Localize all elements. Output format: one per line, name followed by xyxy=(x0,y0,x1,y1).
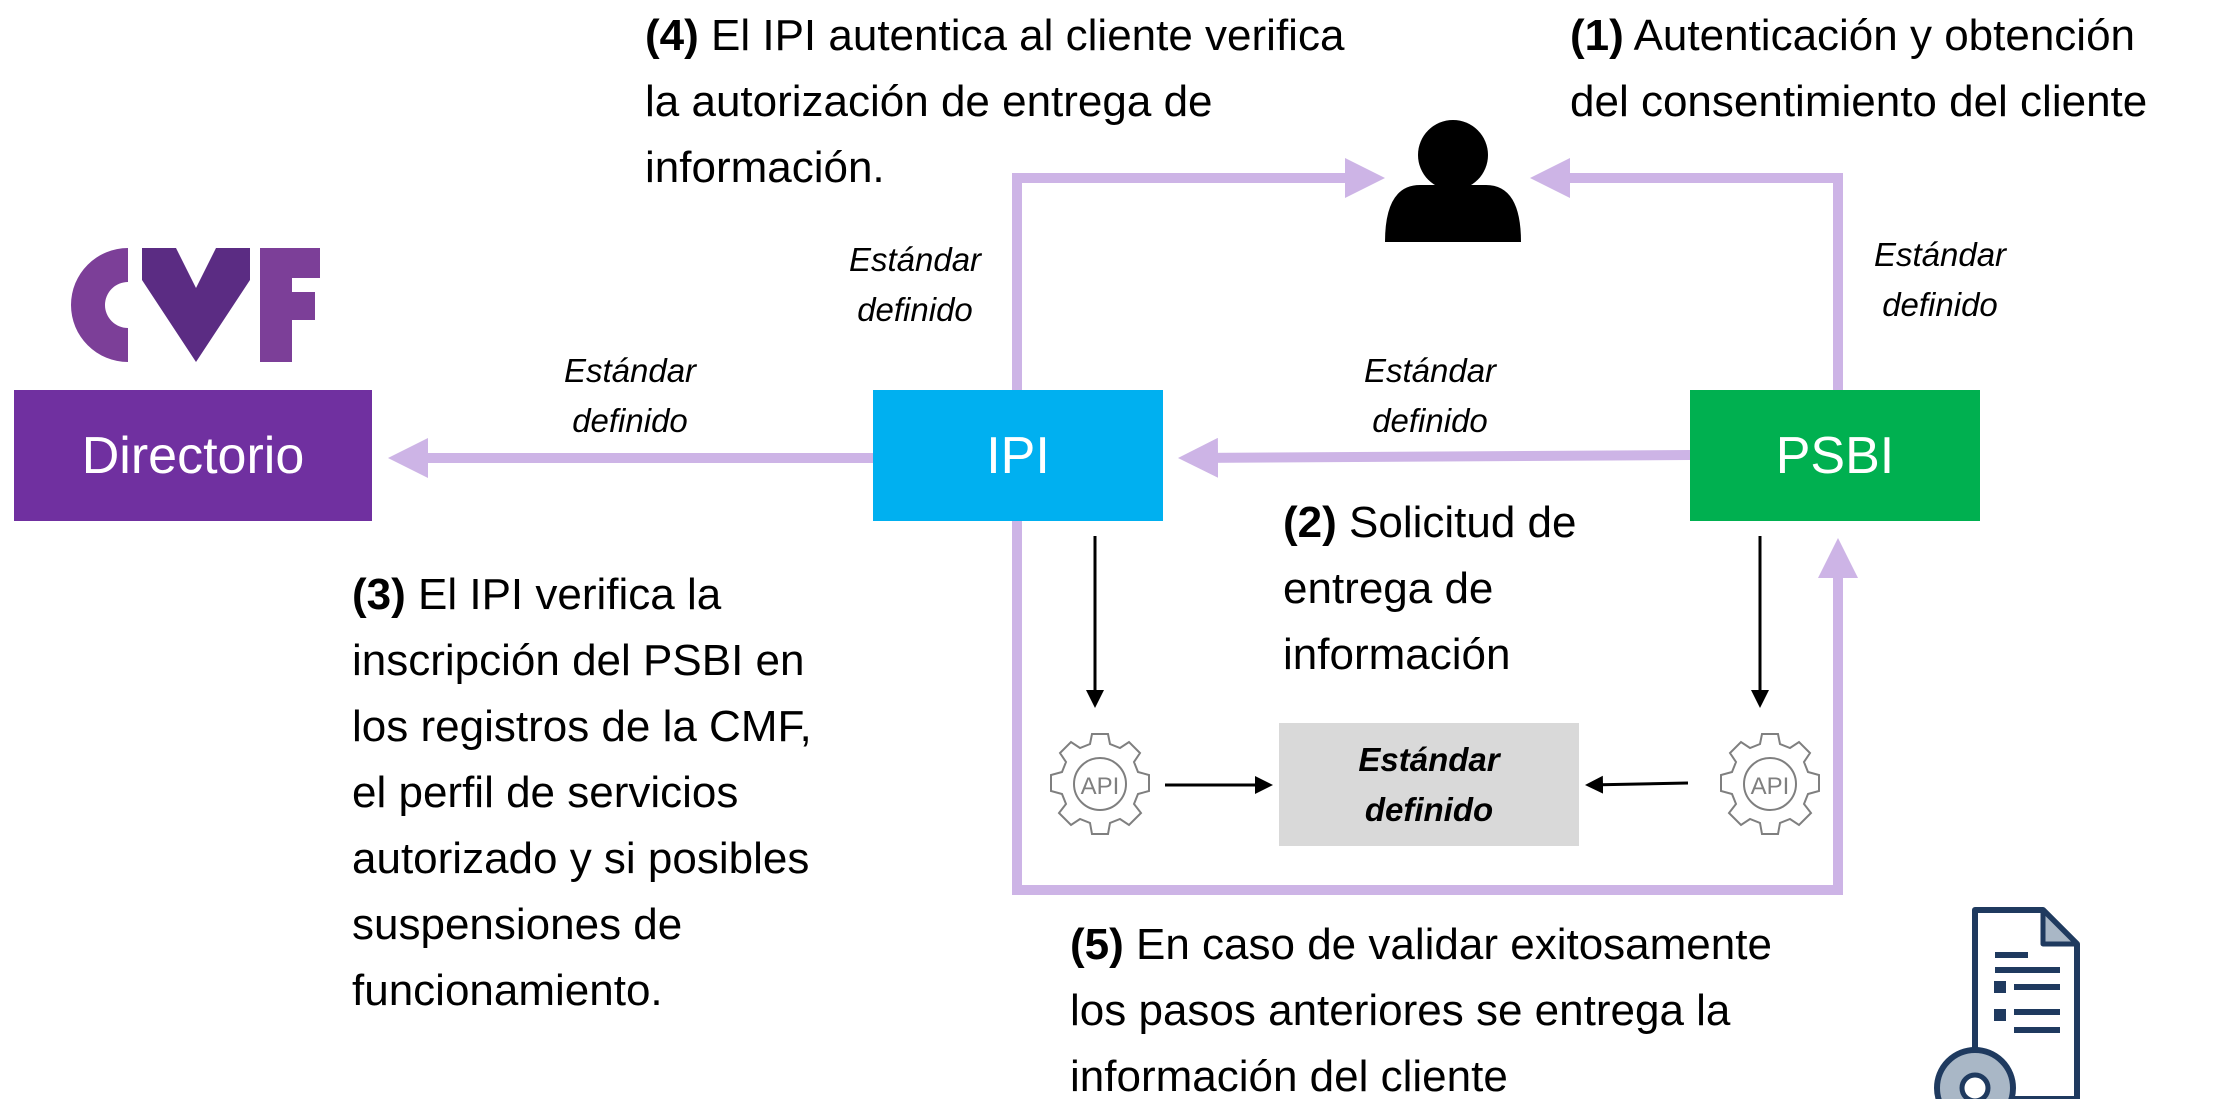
psbi-box: PSBI xyxy=(1690,390,1980,521)
step-1-line-1: Autenticación y obtención xyxy=(1623,11,2136,60)
standard-label-line-2: definido xyxy=(857,290,973,328)
psbi-label: PSBI xyxy=(1775,426,1895,485)
step-3-text: (3) El IPI verifica la inscripción del P… xyxy=(352,562,812,1024)
standard-label-line-2: definido xyxy=(572,401,688,439)
step-4-line-2: la autorización de entrega de xyxy=(645,77,1213,126)
step-4-number: (4) xyxy=(645,11,699,60)
step-3-line-6: suspensiones de xyxy=(352,900,683,949)
standard-label-line-1: Estándar xyxy=(1363,352,1497,389)
standard-label-line-1: Estándar xyxy=(563,352,697,389)
ipi-box: IPI xyxy=(873,390,1163,521)
connector-psbi-to-ipi xyxy=(1178,437,1691,478)
document-icon xyxy=(1934,907,2080,1099)
step-1-line-2: del consentimiento del cliente xyxy=(1570,77,2148,126)
step-5-line-1: En caso de validar exitosamente xyxy=(1123,920,1772,969)
standard-label-ipi-user: Estándar definido xyxy=(805,235,1025,334)
api-gear-icon: API xyxy=(1720,733,1820,835)
connector-psbi-to-user xyxy=(1530,158,1843,390)
api-label: API xyxy=(1751,773,1790,800)
user-icon xyxy=(1385,120,1521,242)
step-5-line-3: información del cliente xyxy=(1070,1052,1508,1101)
step-5-line-2: los pasos anteriores se entrega la xyxy=(1070,986,1731,1035)
standard-label-line-1: Estándar xyxy=(1873,236,2007,273)
standard-box-line-1: Estándar xyxy=(1358,741,1500,778)
step-2-line-1: Solicitud de xyxy=(1336,498,1577,547)
connector-ipi-to-psbi-loop xyxy=(1012,521,1858,895)
standard-label-line-1: Estándar xyxy=(848,241,982,278)
api-label: API xyxy=(1081,773,1120,800)
step-2-line-3: información xyxy=(1283,630,1511,679)
directorio-box: Directorio xyxy=(14,390,372,521)
step-4-line-3: información. xyxy=(645,143,885,192)
standard-label-psbi-ipi: Estándar definido xyxy=(1320,346,1540,445)
standard-box-line-2: definido xyxy=(1364,790,1494,828)
step-3-line-7: funcionamiento. xyxy=(352,966,663,1015)
step-5-number: (5) xyxy=(1070,920,1124,969)
standard-label-line-2: definido xyxy=(1372,401,1488,439)
step-4-text: (4) El IPI autentica al cliente verifica… xyxy=(645,3,1344,201)
arrow-api-right-to-standard xyxy=(1585,775,1689,794)
step-3-number: (3) xyxy=(352,570,406,619)
step-2-line-2: entrega de xyxy=(1283,564,1494,613)
step-5-text: (5) En caso de validar exitosamente los … xyxy=(1070,912,1772,1110)
api-gear-icon: API xyxy=(1050,733,1150,835)
ipi-label: IPI xyxy=(986,426,1050,485)
step-3-line-3: los registros de la CMF, xyxy=(352,702,812,751)
step-2-number: (2) xyxy=(1283,498,1337,547)
step-1-text: (1) Autenticación y obtención del consen… xyxy=(1570,3,2147,135)
cmf-logo xyxy=(70,240,325,370)
standard-label-psbi-user: Estándar definido xyxy=(1830,230,2050,329)
step-3-line-2: inscripción del PSBI en xyxy=(352,636,805,685)
step-3-line-5: autorizado y si posibles xyxy=(352,834,810,883)
standard-label-directorio: Estándar definido xyxy=(520,346,740,445)
standard-label-line-2: definido xyxy=(1882,285,1998,323)
step-4-line-1: El IPI autentica al cliente verifica xyxy=(698,11,1345,60)
step-3-line-1: El IPI verifica la xyxy=(405,570,722,619)
step-1-number: (1) xyxy=(1570,11,1624,60)
cmf-logo-mark xyxy=(71,248,320,362)
connector-ipi-to-user xyxy=(1012,158,1385,390)
standard-box: Estándar definido xyxy=(1279,723,1579,846)
step-2-text: (2) Solicitud de entrega de información xyxy=(1283,490,1576,688)
step-3-line-4: el perfil de servicios xyxy=(352,768,739,817)
directorio-label: Directorio xyxy=(81,426,305,485)
